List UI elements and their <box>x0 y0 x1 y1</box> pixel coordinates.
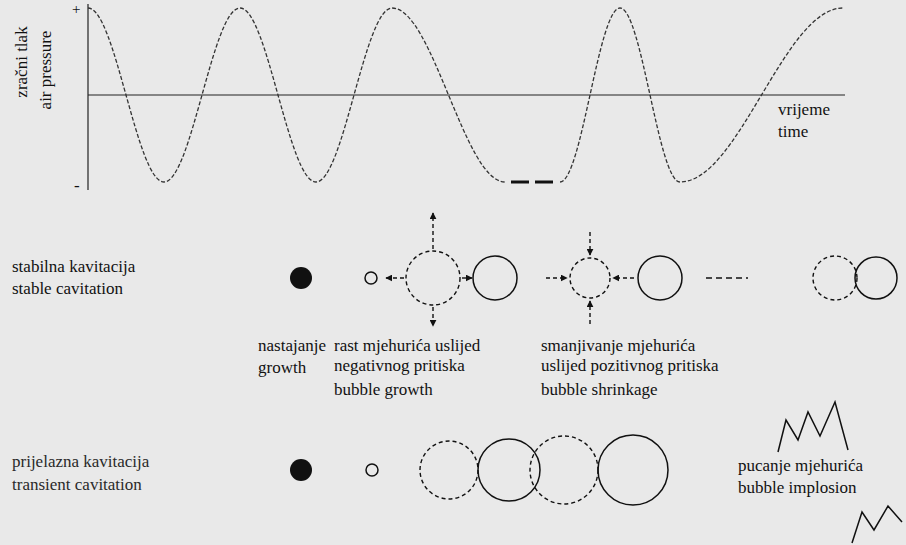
growth-arrow <box>432 213 433 249</box>
bubble <box>855 257 897 299</box>
row-title: transient cavitation <box>12 475 142 495</box>
row-title: stabilna kavitacija <box>12 257 135 277</box>
stage-label: rast mjehurića uslijed negativnog pritis… <box>334 336 484 377</box>
stage-label: smanjivanje mjehurića uslijed pozitivnog… <box>541 336 722 377</box>
low-pressure-dash <box>535 181 553 184</box>
stage-label: nastajanje <box>258 336 326 356</box>
bubble <box>598 435 668 505</box>
axis-label: air pressure <box>36 31 56 110</box>
small-bubble <box>366 464 378 476</box>
shrink-arrow <box>613 277 634 278</box>
growth-arrow <box>432 307 433 326</box>
bubble <box>638 256 682 300</box>
shrink-arrow <box>589 301 590 324</box>
pressure-wave <box>88 8 505 182</box>
growing-bubble <box>420 441 478 499</box>
low-pressure-dash <box>511 181 529 184</box>
growing-bubble <box>406 251 460 305</box>
implosion-burst <box>778 402 848 452</box>
axis-label: zračni tlak <box>12 26 32 97</box>
growing-bubble <box>530 436 598 504</box>
pressure-wave <box>560 8 843 182</box>
axis-label: time <box>778 122 808 142</box>
pressure-axis <box>87 4 88 190</box>
shrinking-bubble <box>570 258 610 298</box>
stage-label: bubble growth <box>334 380 433 400</box>
bubble-nucleus <box>290 459 312 481</box>
shrink-arrow <box>589 232 590 255</box>
axis-label: vrijeme <box>778 100 830 120</box>
continuation-dash <box>706 277 748 278</box>
axis-sign: - <box>74 176 80 196</box>
stage-label: growth <box>258 358 306 378</box>
shrink-arrow <box>546 277 567 278</box>
row-title: stable cavitation <box>12 279 123 299</box>
oscillating-bubble <box>813 256 857 300</box>
stage-label: pucanje mjehurića <box>738 456 863 476</box>
implosion-burst <box>852 506 902 543</box>
row-title: prijelazna kavitacija <box>12 452 149 472</box>
stage-label: bubble shrinkage <box>541 380 658 400</box>
bubble-nucleus <box>290 267 312 289</box>
small-bubble <box>365 272 377 284</box>
growth-arrow <box>386 277 404 278</box>
axis-sign: + <box>72 0 80 18</box>
stage-label: bubble implosion <box>738 478 857 498</box>
bubble <box>473 256 517 300</box>
growth-arrow <box>462 277 472 278</box>
